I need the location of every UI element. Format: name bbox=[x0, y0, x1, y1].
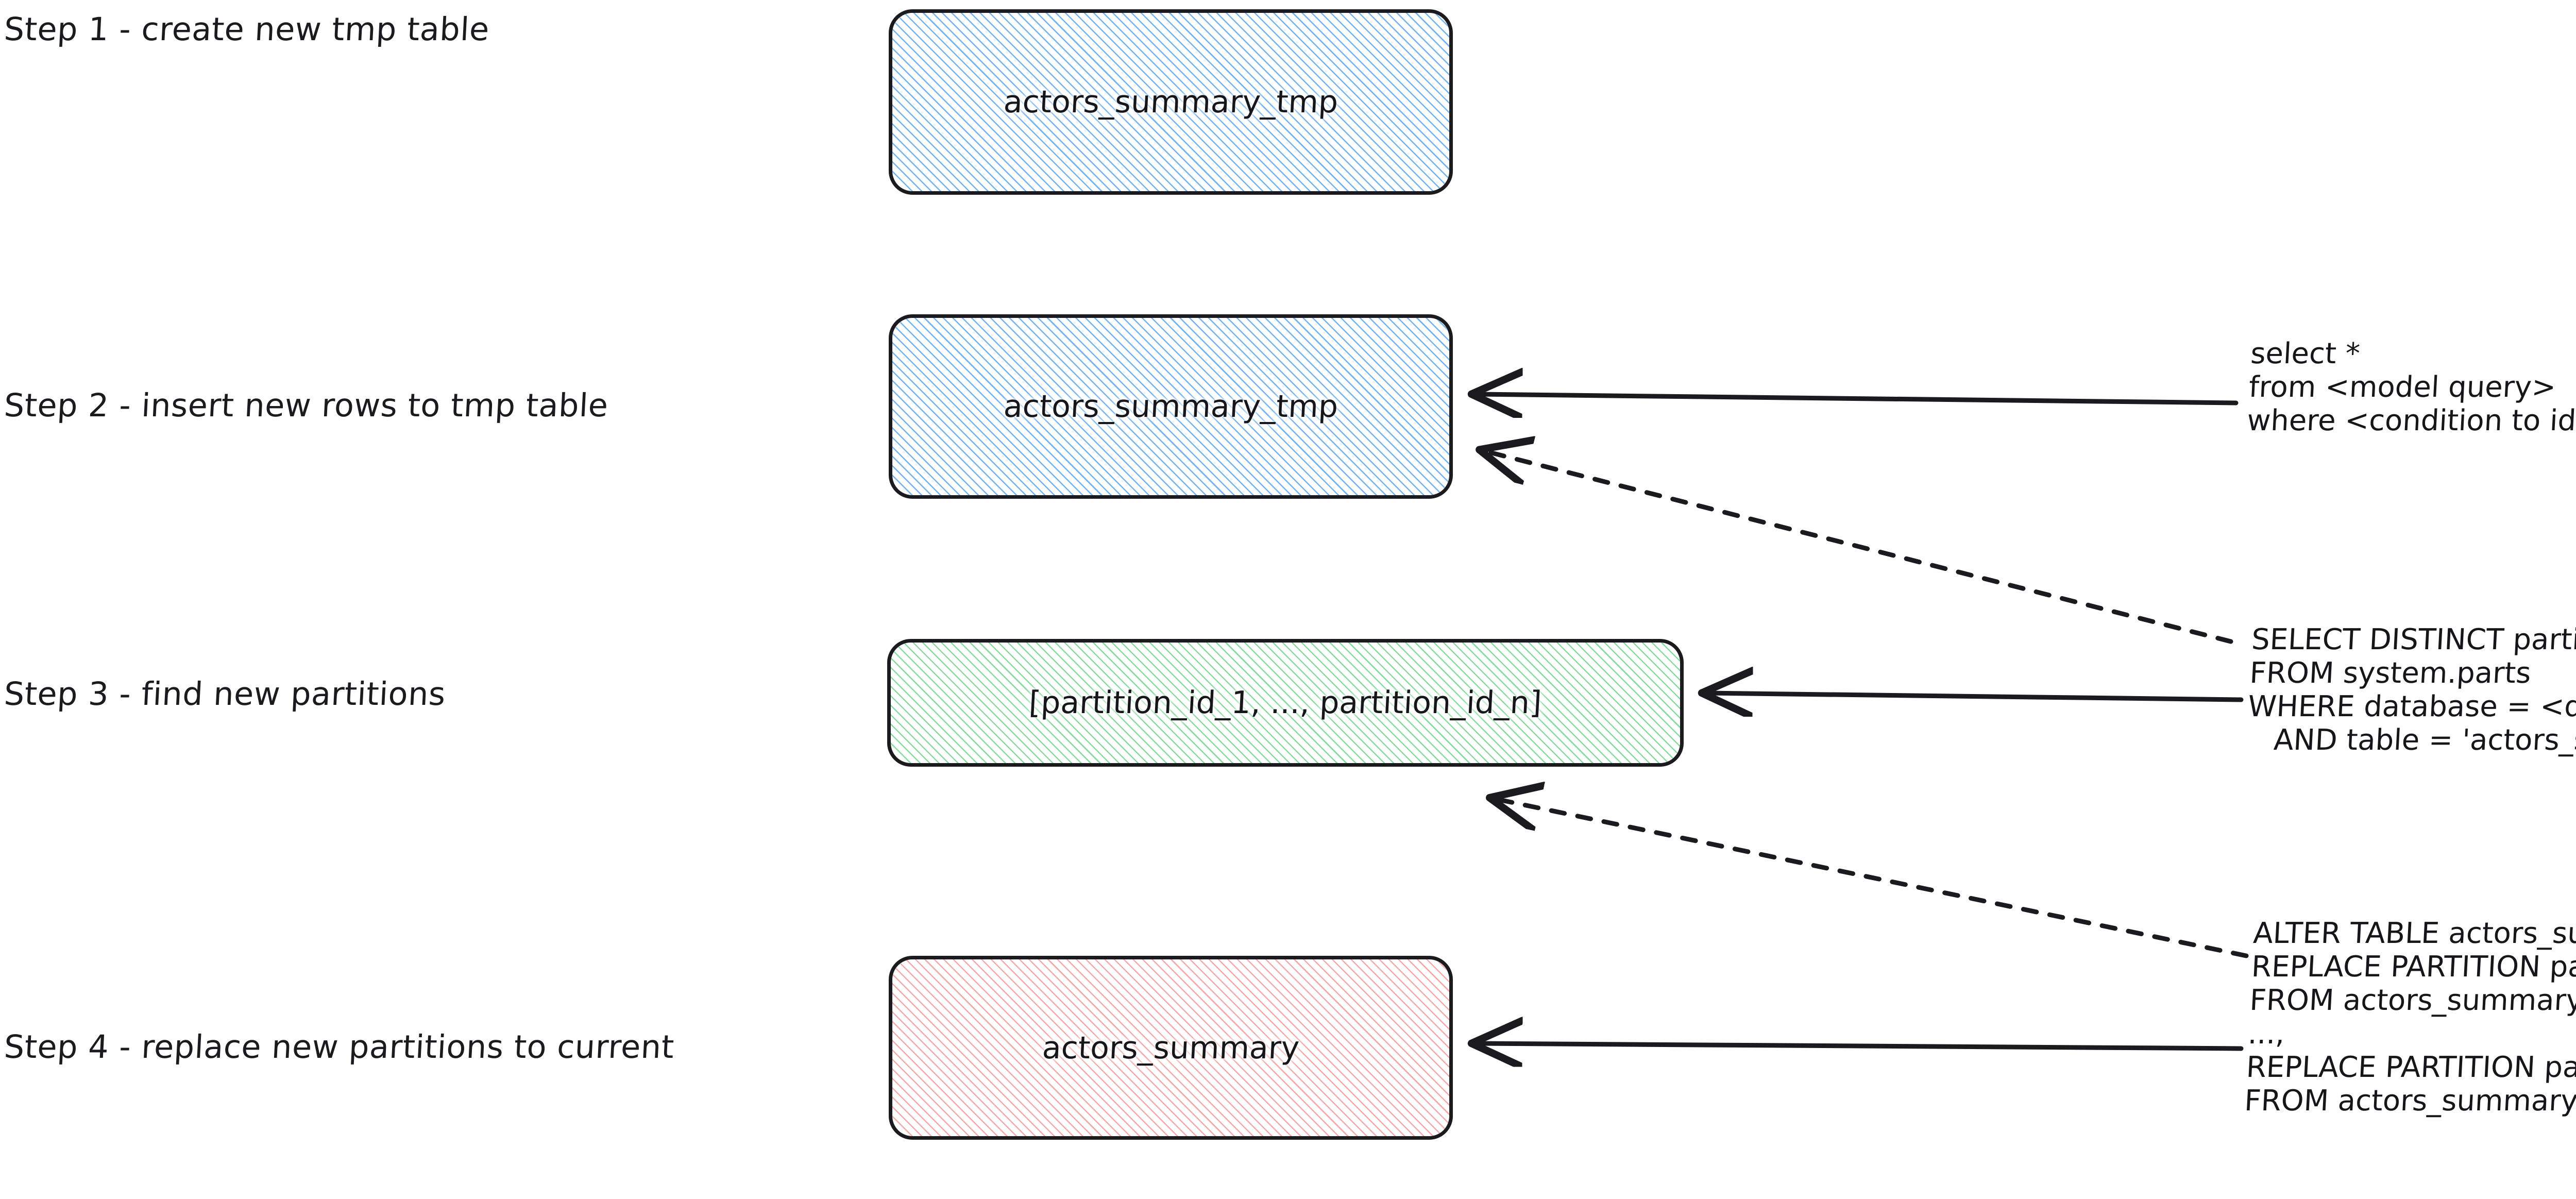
hatch-fill-pink bbox=[892, 959, 1449, 1136]
node-label: actors_summary_tmp bbox=[1003, 389, 1339, 425]
hatch-fill-blue bbox=[892, 13, 1449, 191]
arrow-tmp-table-to-find-partitions bbox=[1484, 451, 2233, 644]
node-actors-summary-tmp-step2[interactable]: actors_summary_tmp bbox=[889, 314, 1453, 499]
node-new-partitions-list[interactable]: [partition_id_1, ..., partition_id_n] bbox=[887, 639, 1684, 767]
arrow-partitions-to-replace bbox=[1494, 799, 2249, 958]
hatch-fill-blue bbox=[892, 318, 1449, 495]
insert-query-text: select * from <model query> where <condi… bbox=[2246, 337, 2576, 437]
node-actors-summary[interactable]: actors_summary bbox=[889, 956, 1453, 1140]
replace-partitions-query-text: ALTER TABLE actors_summary REPLACE PARTI… bbox=[2243, 917, 2576, 1118]
node-label: actors_summary_tmp bbox=[1003, 84, 1339, 120]
arrow-replace-to-summary bbox=[1476, 1043, 2244, 1049]
step-label-3: Step 3 - find new partitions bbox=[3, 675, 447, 713]
node-actors-summary-tmp-step1[interactable]: actors_summary_tmp bbox=[889, 9, 1453, 195]
find-partitions-query-text: SELECT DISTINCT partition_id FROM system… bbox=[2247, 623, 2576, 757]
step-label-4: Step 4 - replace new partitions to curre… bbox=[3, 1028, 675, 1066]
arrow-insert-to-tmp-table bbox=[1476, 394, 2239, 403]
arrow-find-partitions-to-partitions-box bbox=[1706, 693, 2244, 700]
hatch-fill-green bbox=[891, 643, 1680, 763]
node-label: actors_summary bbox=[1041, 1029, 1300, 1066]
step-label-2: Step 2 - insert new rows to tmp table bbox=[3, 386, 609, 424]
step-label-1: Step 1 - create new tmp table bbox=[3, 10, 490, 48]
node-label: [partition_id_1, ..., partition_id_n] bbox=[1028, 685, 1543, 721]
